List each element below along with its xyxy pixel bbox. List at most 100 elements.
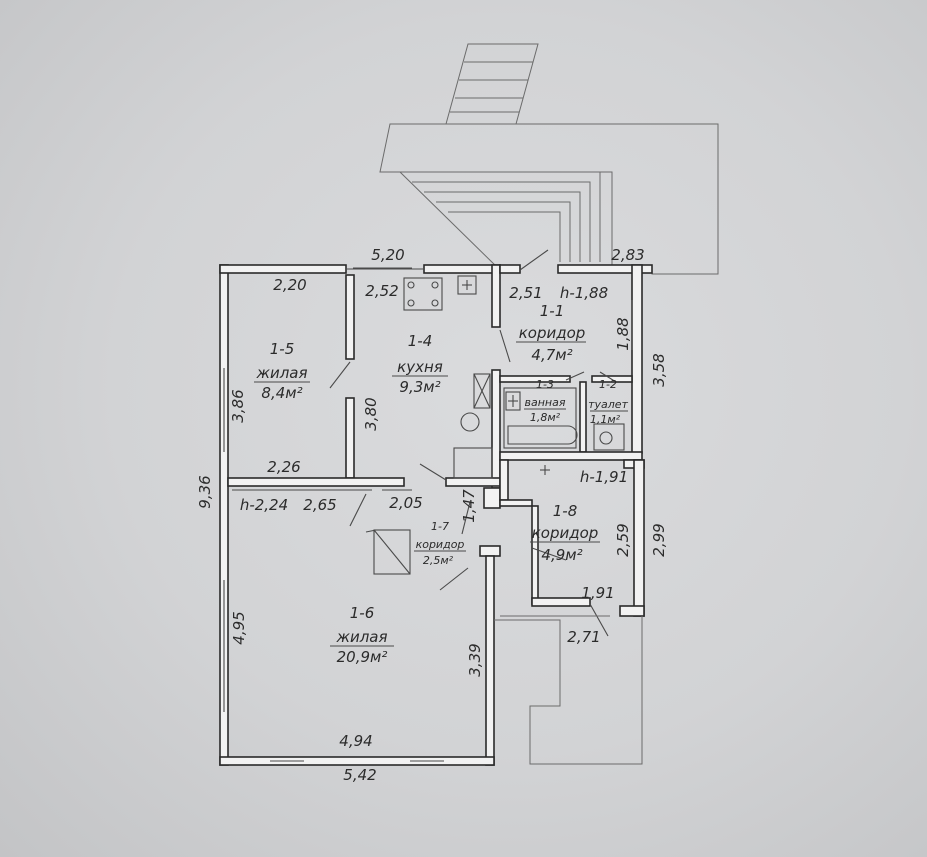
wall-corridor-1-7-top [483,487,501,509]
wall-mid-horizontal [227,477,405,487]
wall-mid-horizontal-right [445,477,501,487]
room-code: 1-2 [599,378,617,391]
room-code: 1-5 [270,340,295,358]
room-label-1-6: 1-6 жилая 20,9м² [330,604,394,666]
dim-label: 2,20 [273,276,306,294]
wall-bath-wc [579,381,587,453]
wall-top-1-5 [219,264,347,274]
wall-1-1-top-left [499,264,521,274]
dim-label: 5,42 [343,766,376,784]
room-name: кухня [397,358,443,376]
door-swings [329,249,617,637]
stove [403,277,443,311]
room-label-1-5: 1-5 жилая 8,4м² [254,340,310,402]
dim-label: 2,05 [389,494,422,512]
sink-box [457,275,477,295]
room-code: 1-8 [553,502,578,520]
room-area: 4,9м² [541,546,582,564]
dim-label: 2,51 [509,284,542,302]
dim-label: 3,86 [229,389,247,422]
wall-1-8-corner [619,605,645,617]
room-code: 1-3 [536,378,554,391]
wall-kitchen-right-lower [491,369,501,489]
wall-1-1-top-right [557,264,653,274]
heater [453,447,493,479]
dim-label: 2,83 [611,246,644,264]
room-name: коридор [416,538,465,551]
room-label-1-7: 1-7 коридор 2,5м² [414,520,466,567]
dim-label: 9,36 [196,475,214,508]
dim-label: 1,88 [614,317,632,350]
room-label-1-4: 1-4 кухня 9,3м² [392,332,448,396]
room-area: 1,8м² [530,411,561,424]
room-area: 8,4м² [261,384,302,402]
room-code: 1-7 [431,520,449,533]
dimension-labels: 5,20 2,20 2,52 2,51 h-1,88 2,83 1,88 3,5… [196,246,668,784]
kitchen-sink-icon [460,412,480,432]
dim-label: h-2,24 [240,496,288,514]
wall-right-upper [631,264,643,454]
room-area: 1,1м² [590,413,621,426]
wall-1-5-kitchen-lower [345,397,355,479]
room-area: 20,9м² [337,648,388,666]
walls [219,264,653,766]
dim-label: 2,65 [303,496,336,514]
bath-fixtures [503,387,625,475]
room-area: 2,5м² [423,554,454,567]
wall-top-kitchen [423,264,501,274]
dim-label: 5,20 [371,246,404,264]
room-label-1-1: 1-1 коридор 4,7м² [516,302,586,364]
wall-1-8-bottom [531,597,591,607]
room-area: 4,7м² [531,346,572,364]
stair-box [373,529,411,575]
dim-label: 1,91 [581,584,614,602]
wall-bath-bottom [499,451,643,461]
kitchen-fixtures [403,275,493,479]
room-name: жилая [255,364,307,382]
dim-label: 1,47 [460,489,478,523]
room-area: 9,3м² [399,378,440,396]
bathtub [503,387,577,449]
wall-1-8-left-upper [499,459,509,501]
room-label-1-8: 1-8 коридор 4,9м² [530,502,600,564]
dim-label: 4,94 [339,732,372,750]
wall-1-5-kitchen-upper [345,274,355,360]
windows [223,268,444,762]
room-code: 1-6 [350,604,375,622]
room-code: 1-4 [408,332,433,350]
porch-and-stairs [379,43,719,275]
wall-kitchen-right-upper [491,264,501,328]
dimension-lines [232,267,633,491]
wall-1-8-step [499,499,533,507]
toilet [593,423,625,451]
room-code: 1-1 [540,302,565,320]
wall-corridor-1-7-step [479,545,501,557]
wall-bath-top [499,375,571,383]
dim-label: 2,52 [365,282,398,300]
dim-label: 3,39 [466,643,484,676]
dim-label: 4,95 [230,611,248,644]
wall-1-8-right [633,459,645,617]
dim-label: h-1,91 [580,468,628,486]
dim-label: 2,26 [267,458,300,476]
dim-label: 3,80 [362,397,380,430]
dim-label: 2,99 [650,523,668,556]
dim-label: 3,58 [650,353,668,386]
room-name: коридор [532,524,599,542]
dim-label: h-1,88 [560,284,608,302]
dim-label: 2,71 [567,628,600,646]
dim-label: 2,59 [614,523,632,556]
room-name: коридор [519,324,586,342]
interior-stair [365,529,411,575]
boiler [473,373,491,409]
wall-1-8-left-lower [531,505,539,605]
room-name: жилая [335,628,387,646]
room-label-1-3: 1-3 ванная 1,8м² [524,378,566,424]
wall-1-6-right [485,555,495,766]
room-name: туалет [588,398,628,411]
porch-outline [379,123,719,275]
extension-outline [494,615,643,765]
wall-bottom [219,756,495,766]
